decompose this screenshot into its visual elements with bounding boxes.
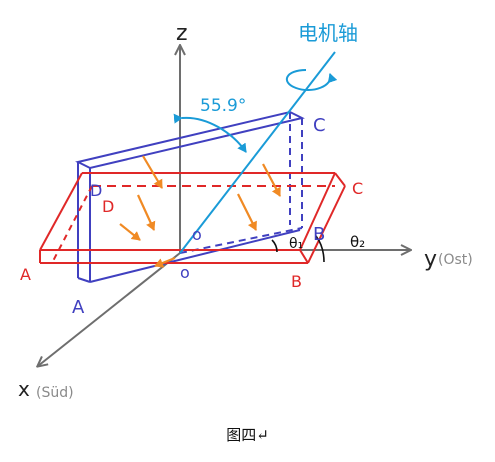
- blue-panel-back-bottom-edge: [77, 277, 91, 283]
- theta2-label: θ₂: [350, 233, 365, 251]
- blue-corner-d: D: [90, 181, 102, 200]
- red-corner-c: C: [352, 179, 363, 198]
- x-axis-label: x: [18, 377, 30, 401]
- motor-axis: [173, 51, 338, 254]
- angle-markers: [271, 235, 325, 263]
- force-arrow-5: [119, 223, 141, 241]
- force-arrow-1: [142, 155, 163, 189]
- motor-axis-label: 电机轴: [298, 21, 358, 45]
- force-arrow-2: [262, 163, 281, 197]
- figure-caption: 图四↵: [226, 426, 269, 444]
- red-panel-right-slant-top: [299, 172, 336, 251]
- force-arrow-6: [154, 256, 176, 268]
- rotation-arrow-icon: [285, 69, 338, 92]
- red-panel: [39, 172, 346, 264]
- theta1-label: θ₁: [289, 236, 303, 252]
- origin-label-blue: o: [192, 225, 202, 244]
- force-arrow-4: [237, 193, 257, 231]
- blue-panel-front-bottom-edge: [89, 229, 301, 283]
- motor-axis-line: [179, 51, 336, 254]
- red-panel-right-slant-outer: [307, 185, 346, 264]
- z-axis-label: z: [176, 21, 188, 46]
- red-panel-left-slant-top: [39, 172, 83, 251]
- y-axis-sub-label: (Ost): [438, 252, 473, 268]
- theta2-arc: [315, 235, 325, 263]
- red-corner-b: B: [291, 272, 302, 291]
- blue-corner-a: A: [72, 297, 85, 318]
- red-panel-right-cap: [334, 172, 346, 187]
- y-axis-label: y: [424, 247, 437, 272]
- red-panel-right-end: [299, 249, 309, 264]
- blue-corner-c: C: [313, 115, 326, 136]
- motor-axis-angle-label: 55.9°: [200, 96, 246, 116]
- red-corner-a: A: [20, 265, 31, 284]
- theta1-arc: [271, 239, 278, 253]
- axes: [38, 46, 410, 366]
- x-axis-sub-label: (Süd): [36, 385, 74, 401]
- force-arrows: [119, 155, 281, 268]
- force-arrow-3: [136, 194, 156, 231]
- x-axis: [38, 252, 181, 366]
- blue-corner-b: B: [313, 224, 325, 245]
- angle-arc-55: [173, 113, 247, 153]
- blue-panel-hidden-base: [179, 227, 303, 254]
- origin-label-red: o: [180, 263, 190, 282]
- red-panel-left-slant-bottom: [51, 185, 93, 264]
- red-corner-d: D: [102, 197, 114, 216]
